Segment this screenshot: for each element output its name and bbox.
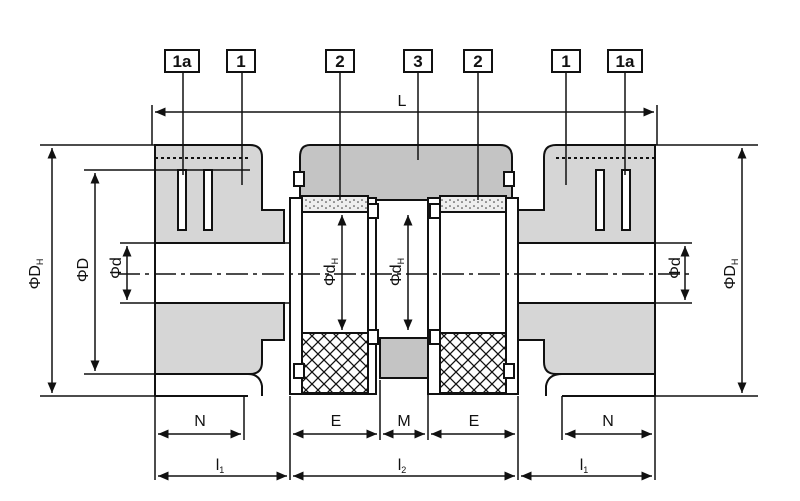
- dim-label-e-right: E: [469, 413, 480, 430]
- dim-sub-l1-left: 1: [219, 465, 224, 475]
- callout-label: 1a: [616, 52, 635, 71]
- dim-sub-inner-right: H: [396, 258, 406, 265]
- dim-label-l2: l: [398, 457, 402, 474]
- dim-label-inner-right: Φd: [388, 264, 405, 286]
- center-spacer: [299, 144, 513, 379]
- callout-label: 1: [561, 52, 570, 71]
- callout-label: 2: [335, 52, 344, 71]
- hub-left: [154, 144, 285, 375]
- dim-label-e-left: E: [331, 413, 342, 430]
- dim-outer-dia-left: [40, 144, 155, 397]
- dim-overall-length: [151, 105, 658, 145]
- dim-label-outer-left: ΦD: [27, 265, 44, 289]
- dim-label-n-left: N: [194, 413, 206, 430]
- svg-text:ΦDH: ΦDH: [27, 259, 45, 290]
- hub-right-edges: [545, 145, 656, 397]
- dim-label-l1-left: l: [216, 457, 220, 474]
- callout-1a-right: 1a: [607, 49, 643, 73]
- dim-label-bore-left: Φd: [108, 257, 125, 279]
- callout-label: 3: [413, 52, 422, 71]
- callout-1-left: 1: [226, 49, 256, 73]
- callout-3: 3: [403, 49, 433, 73]
- dim-label-m: M: [397, 413, 410, 430]
- dim-bore-right: [655, 242, 692, 304]
- svg-text:l2: l2: [398, 457, 407, 475]
- dim-hub-dia: [84, 169, 250, 375]
- callout-2-left: 2: [325, 49, 355, 73]
- dim-sub-outer-left: H: [35, 259, 45, 266]
- hub-left-edges: [154, 145, 263, 397]
- hub-right-bore-holes: [595, 169, 631, 231]
- callout-label: 2: [473, 52, 482, 71]
- dim-label-l1-right: l: [580, 457, 584, 474]
- dim-sub-l2: 2: [401, 465, 406, 475]
- dim-sub-inner-left: H: [330, 258, 340, 265]
- svg-text:ΦdH: ΦdH: [322, 258, 340, 286]
- dim-label-outer-right: ΦD: [722, 265, 739, 289]
- bore-lines: [155, 242, 655, 304]
- dim-sub-l1-right: 1: [583, 465, 588, 475]
- svg-text:ΦDH: ΦDH: [722, 259, 740, 290]
- callout-label: 1a: [173, 52, 192, 71]
- dim-label-n-right: N: [602, 413, 614, 430]
- svg-text:l1: l1: [580, 457, 589, 475]
- dim-label-hub: ΦD: [75, 258, 92, 282]
- callout-1-right: 1: [551, 49, 581, 73]
- callout-1a-left: 1a: [164, 49, 200, 73]
- callout-label: 1: [236, 52, 245, 71]
- dim-bottom-row1: [154, 380, 656, 480]
- dim-label-bore-right: Φd: [667, 257, 684, 279]
- dim-label-inner-left: Φd: [322, 264, 339, 286]
- dim-bore-left: [120, 242, 155, 304]
- svg-text:l1: l1: [216, 457, 225, 475]
- sleeve-left: [289, 171, 379, 395]
- dim-outer-dia-right: [655, 144, 758, 397]
- sleeve-right: [427, 171, 519, 395]
- hub-right: [517, 144, 656, 375]
- callouts: [182, 72, 626, 200]
- dim-sub-outer-right: H: [730, 259, 740, 266]
- callout-2-right: 2: [463, 49, 493, 73]
- dim-label-l: L: [398, 93, 407, 110]
- svg-text:ΦdH: ΦdH: [388, 258, 406, 286]
